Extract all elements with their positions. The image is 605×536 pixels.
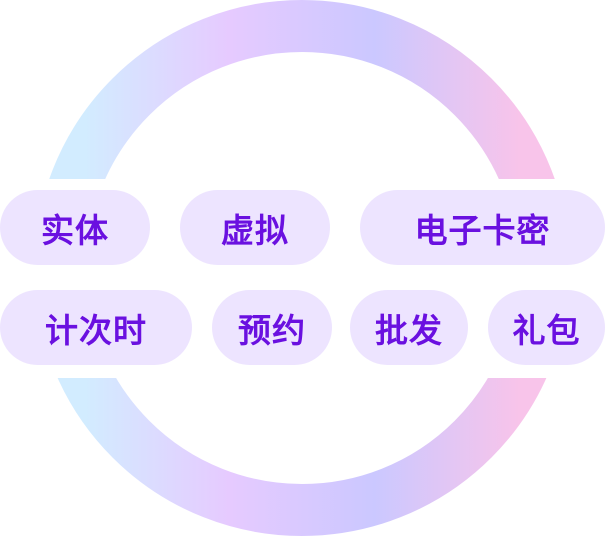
- tag-physical[interactable]: 实体: [0, 190, 150, 265]
- tag-gift[interactable]: 礼包: [488, 290, 605, 365]
- tag-e-card[interactable]: 电子卡密: [360, 190, 605, 265]
- tag-wholesale[interactable]: 批发: [350, 290, 468, 365]
- tag-timed[interactable]: 计次时: [0, 290, 192, 365]
- tag-virtual[interactable]: 虚拟: [180, 190, 330, 265]
- tag-booking[interactable]: 预约: [212, 290, 332, 365]
